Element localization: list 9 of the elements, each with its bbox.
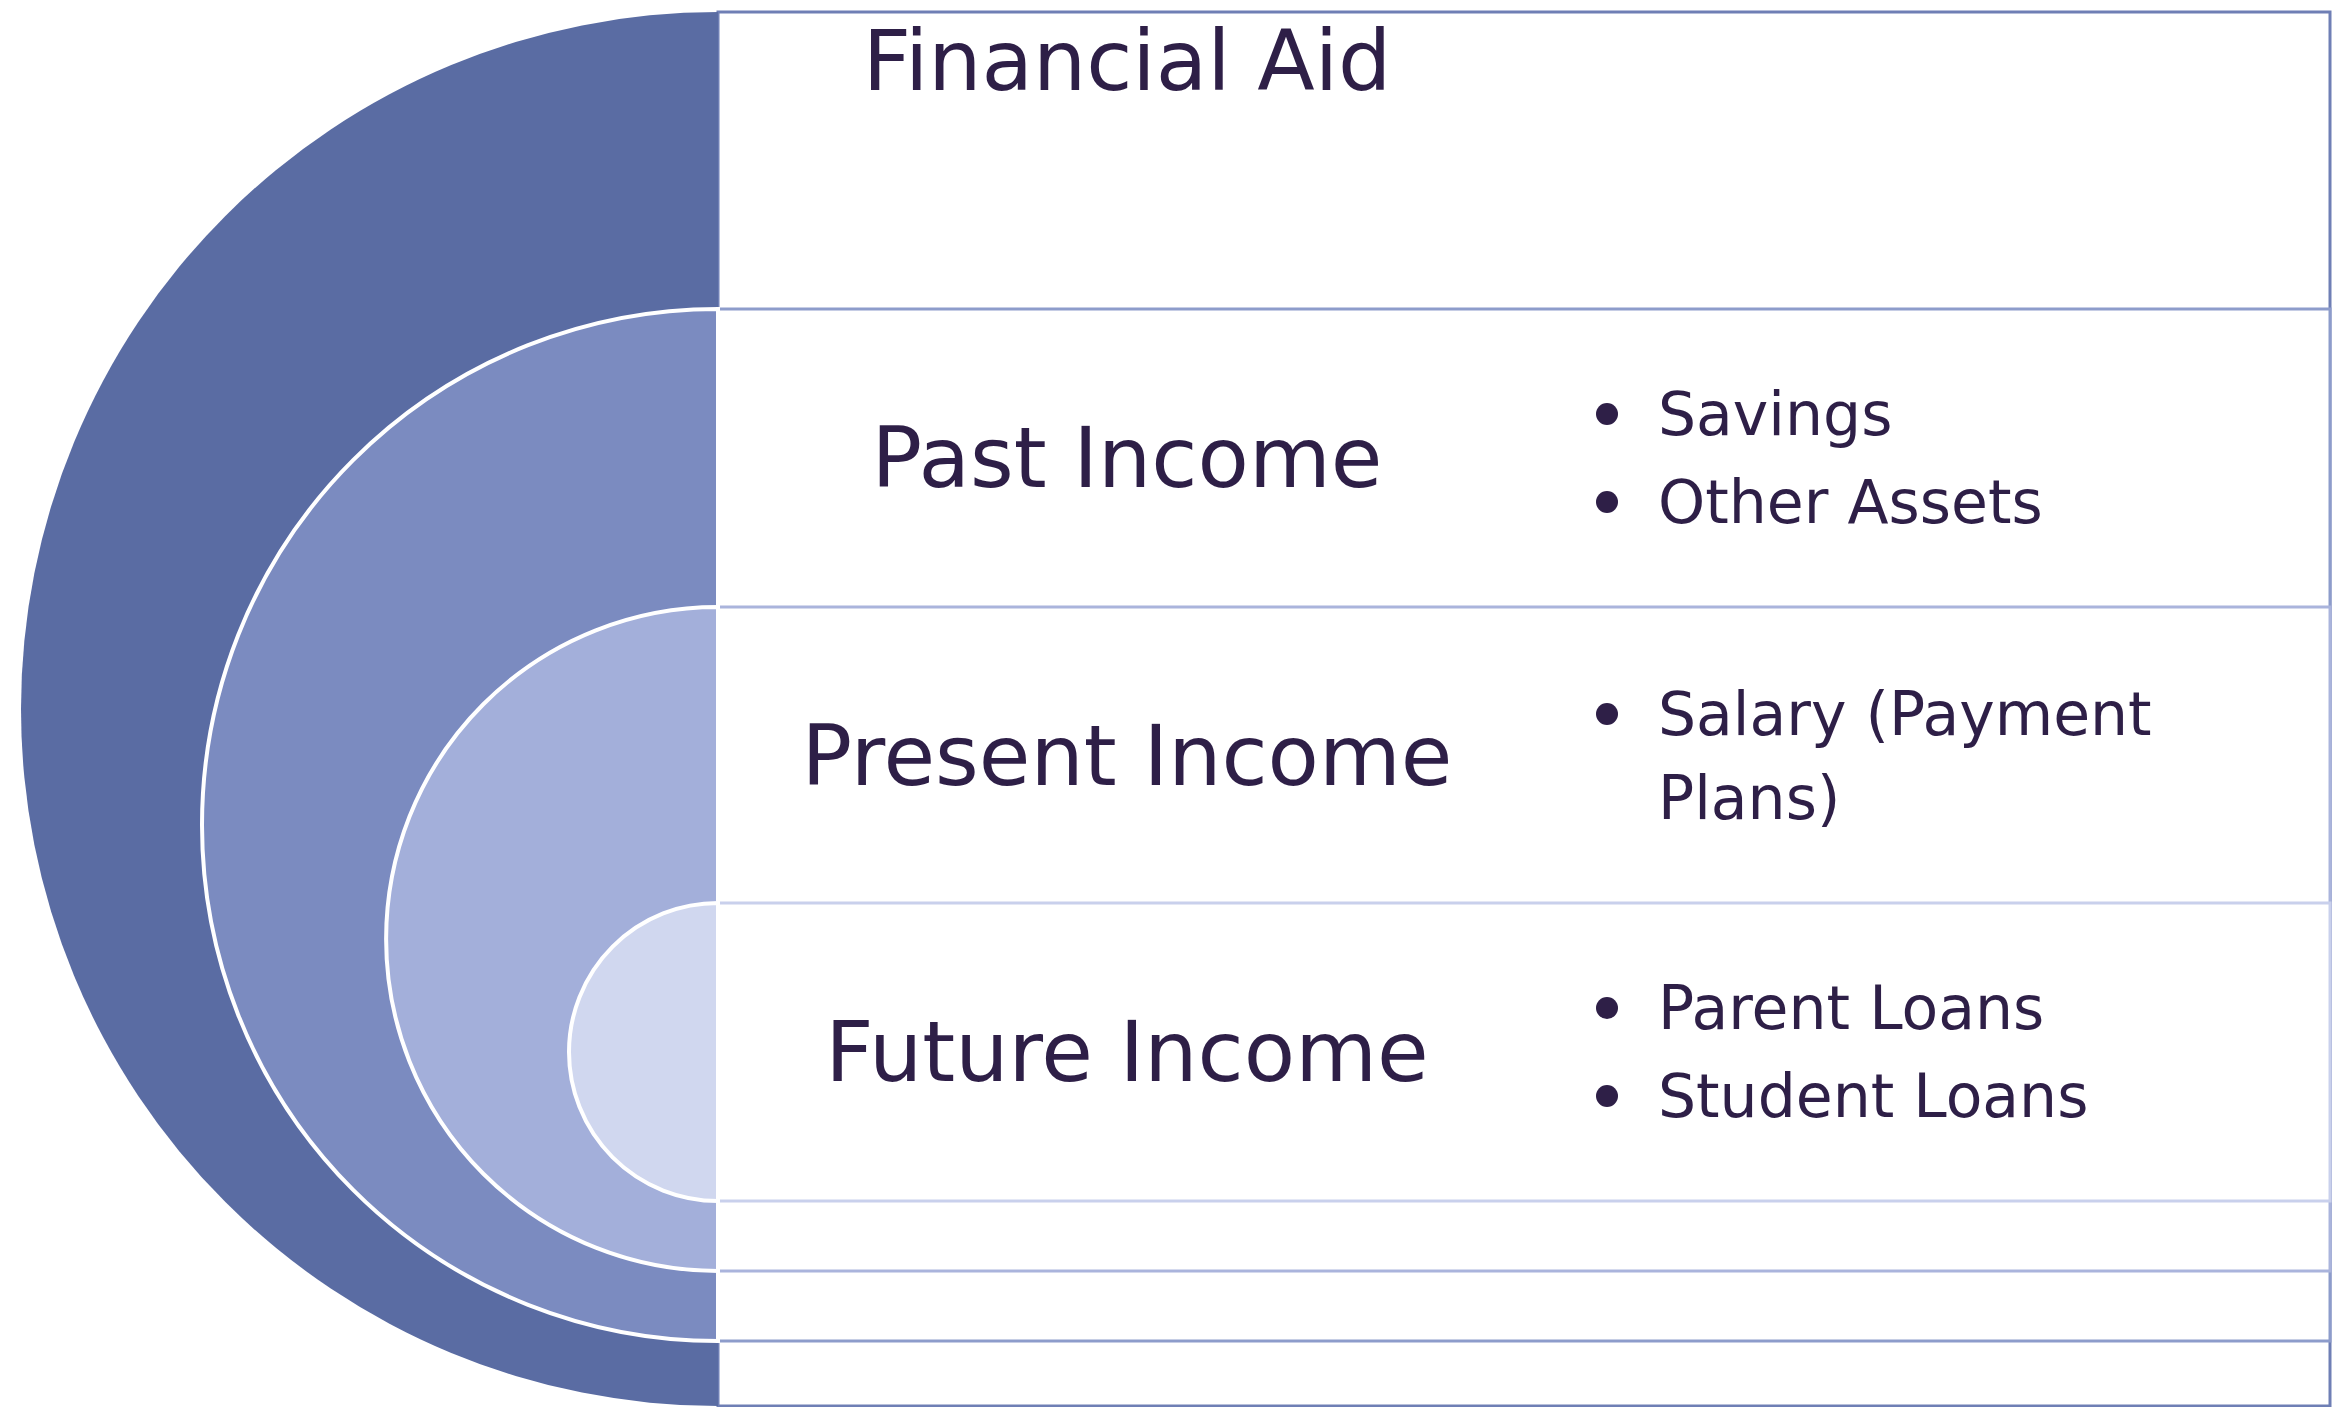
bullet-item: Savings	[1658, 377, 1893, 451]
section-heading: Present Income	[800, 706, 1454, 805]
bullet-item: Parent Loans	[1658, 971, 2045, 1045]
section-heading: Past Income	[870, 408, 1384, 507]
bullet-item: Other Assets	[1658, 465, 2043, 539]
section-heading: Financial Aid	[861, 12, 1393, 110]
bullet-item: Salary (Payment Plans)	[1658, 677, 2153, 835]
bullet-item: Student Loans	[1658, 1059, 2089, 1133]
section-heading: Future Income	[824, 1002, 1430, 1101]
